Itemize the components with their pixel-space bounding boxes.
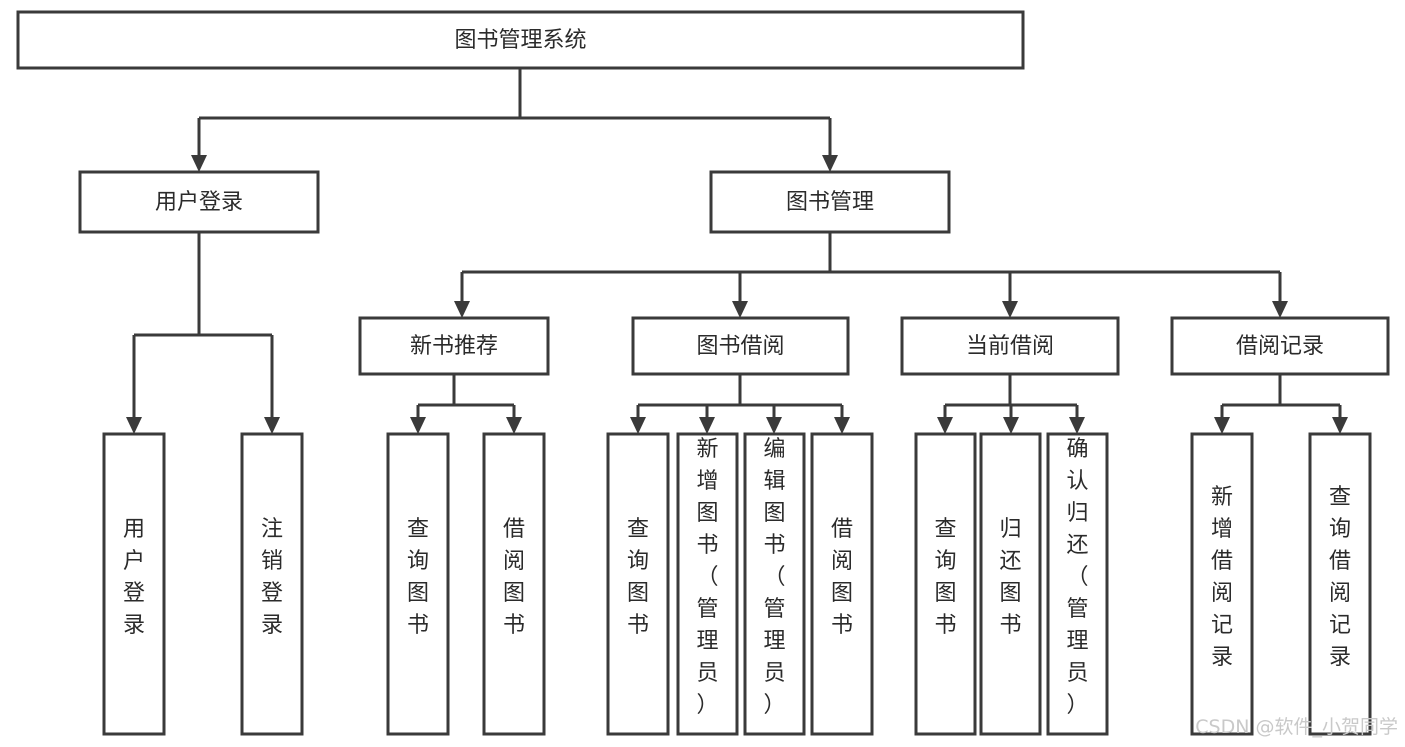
node-label-leaf-query-book-cur: 查询图书 (934, 517, 956, 638)
node-box-leaf-add-record[interactable] (1190, 432, 1254, 736)
current-borrow-to-leaf-1-arrowhead (1003, 417, 1019, 434)
connector-layer (126, 68, 1348, 434)
book-management-to-level2-0-arrowhead (454, 301, 470, 318)
node-label-current-borrow: 当前借阅 (966, 334, 1054, 359)
node-label-leaf-edit-book: 编辑图书（管理员） (763, 437, 785, 718)
node-leaf-add-book[interactable]: 新增图书（管理员） (676, 432, 739, 736)
node-label-leaf-user-login: 用户登录 (123, 517, 145, 638)
node-book-management[interactable]: 图书管理 (709, 170, 951, 234)
node-leaf-edit-book[interactable]: 编辑图书（管理员） (743, 432, 806, 736)
node-book-borrow[interactable]: 图书借阅 (631, 316, 850, 376)
node-label-leaf-query-record: 查询借阅记录 (1329, 485, 1351, 670)
node-user-login[interactable]: 用户登录 (78, 170, 320, 234)
node-label-borrow-record: 借阅记录 (1236, 334, 1324, 359)
node-box-leaf-user-login[interactable] (102, 432, 166, 736)
node-label-leaf-add-book: 新增图书（管理员） (696, 437, 718, 718)
node-box-borrow-record[interactable] (1170, 316, 1390, 376)
node-leaf-logout[interactable]: 注销登录 (240, 432, 304, 736)
current-borrow-to-leaf-0-arrowhead (937, 417, 953, 434)
node-leaf-query-book-rec[interactable]: 查询图书 (386, 432, 450, 736)
node-box-leaf-confirm-return[interactable] (1046, 432, 1109, 736)
new-book-recommend-to-leaf-0-arrowhead (410, 417, 426, 434)
node-leaf-query-book-cur[interactable]: 查询图书 (914, 432, 977, 736)
node-leaf-query-record[interactable]: 查询借阅记录 (1308, 432, 1372, 736)
node-box-leaf-query-book-rec[interactable] (386, 432, 450, 736)
node-label-leaf-query-book-rec: 查询图书 (407, 517, 429, 638)
node-layer: 图书管理系统用户登录图书管理新书推荐图书借阅当前借阅借阅记录用户登录注销登录查询… (16, 10, 1390, 736)
node-label-leaf-confirm-return: 确认归还（管理员） (1066, 437, 1088, 718)
node-leaf-query-book-borrow[interactable]: 查询图书 (606, 432, 670, 736)
book-borrow-to-leaf-2-arrowhead (766, 417, 782, 434)
node-label-user-login: 用户登录 (155, 190, 243, 215)
node-box-book-management[interactable] (709, 170, 951, 234)
node-leaf-confirm-return[interactable]: 确认归还（管理员） (1046, 432, 1109, 736)
node-leaf-borrow-book[interactable]: 借阅图书 (810, 432, 874, 736)
book-management-to-level2-2-arrowhead (1002, 301, 1018, 318)
book-borrow-to-leaf-0-arrowhead (630, 417, 646, 434)
root-to-level1-1-arrowhead (822, 155, 838, 172)
node-label-leaf-logout: 注销登录 (261, 517, 283, 638)
node-label-leaf-query-book-borrow: 查询图书 (627, 517, 649, 638)
current-borrow-to-leaf-2-arrowhead (1069, 417, 1085, 434)
node-box-root[interactable] (16, 10, 1025, 70)
node-label-leaf-borrow-book-rec: 借阅图书 (503, 517, 525, 638)
node-box-current-borrow[interactable] (900, 316, 1120, 376)
node-leaf-user-login[interactable]: 用户登录 (102, 432, 166, 736)
node-leaf-add-record[interactable]: 新增借阅记录 (1190, 432, 1254, 736)
node-label-book-management: 图书管理 (786, 190, 874, 215)
node-box-leaf-add-book[interactable] (676, 432, 739, 736)
node-box-leaf-borrow-book[interactable] (810, 432, 874, 736)
book-management-to-level2-3-arrowhead (1272, 301, 1288, 318)
node-box-leaf-edit-book[interactable] (743, 432, 806, 736)
node-leaf-return-book[interactable]: 归还图书 (979, 432, 1042, 736)
node-box-new-book-recommend[interactable] (358, 316, 550, 376)
book-borrow-to-leaf-3-arrowhead (834, 417, 850, 434)
node-label-root: 图书管理系统 (454, 28, 586, 53)
book-borrow-to-leaf-1-arrowhead (699, 417, 715, 434)
node-label-leaf-borrow-book: 借阅图书 (831, 517, 853, 638)
node-box-leaf-query-book-borrow[interactable] (606, 432, 670, 736)
borrow-record-to-leaf-0-arrowhead (1214, 417, 1230, 434)
root-to-level1-0-arrowhead (191, 155, 207, 172)
node-new-book-recommend[interactable]: 新书推荐 (358, 316, 550, 376)
node-label-book-borrow: 图书借阅 (696, 334, 784, 359)
node-label-leaf-add-record: 新增借阅记录 (1211, 485, 1233, 670)
node-box-user-login[interactable] (78, 170, 320, 234)
node-box-leaf-query-book-cur[interactable] (914, 432, 977, 736)
node-root[interactable]: 图书管理系统 (16, 10, 1025, 70)
user-login-to-leaf-0-arrowhead (126, 417, 142, 434)
node-box-leaf-return-book[interactable] (979, 432, 1042, 736)
node-box-leaf-logout[interactable] (240, 432, 304, 736)
node-leaf-borrow-book-rec[interactable]: 借阅图书 (482, 432, 546, 736)
node-box-leaf-query-record[interactable] (1308, 432, 1372, 736)
node-box-leaf-borrow-book-rec[interactable] (482, 432, 546, 736)
book-management-to-level2-1-arrowhead (732, 301, 748, 318)
node-label-new-book-recommend: 新书推荐 (410, 334, 498, 359)
node-box-book-borrow[interactable] (631, 316, 850, 376)
node-label-leaf-return-book: 归还图书 (999, 517, 1021, 638)
watermark-label: CSDN @软件_小贺同学 (1195, 716, 1398, 738)
node-borrow-record[interactable]: 借阅记录 (1170, 316, 1390, 376)
new-book-recommend-to-leaf-1-arrowhead (506, 417, 522, 434)
node-current-borrow[interactable]: 当前借阅 (900, 316, 1120, 376)
borrow-record-to-leaf-1-arrowhead (1332, 417, 1348, 434)
user-login-to-leaf-1-arrowhead (264, 417, 280, 434)
